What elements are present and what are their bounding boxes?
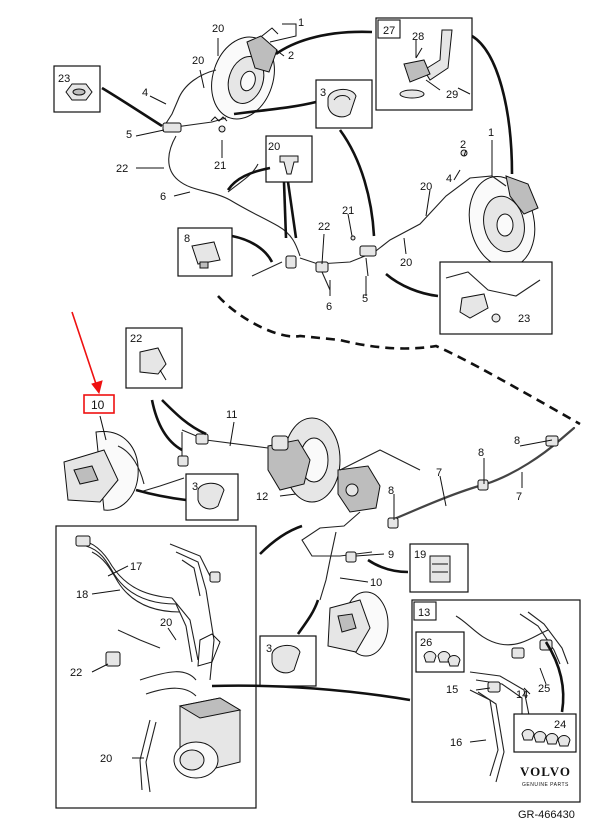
label-11: 11 xyxy=(226,409,237,421)
label-4-top: 4 xyxy=(142,87,148,99)
label-20-top: 20 xyxy=(212,23,224,35)
label-27: 27 xyxy=(383,25,395,37)
label-20-right-top: 20 xyxy=(420,181,432,193)
highlight-marker-part-10 xyxy=(71,311,115,414)
label-25: 25 xyxy=(538,683,550,695)
label-8-top: 8 xyxy=(184,233,190,245)
callout-box-22-sensor xyxy=(125,327,183,389)
label-6-top: 6 xyxy=(160,191,166,203)
label-20-abs: 20 xyxy=(160,617,172,629)
volvo-logo: VOLVO GENUINE PARTS xyxy=(520,764,571,788)
label-20-abs-bottom: 20 xyxy=(100,753,112,765)
label-18: 18 xyxy=(76,589,88,601)
label-16: 16 xyxy=(450,737,462,749)
label-4-right: 4 xyxy=(446,173,452,185)
top-arrows xyxy=(101,30,514,298)
leader-lines xyxy=(91,23,553,759)
label-3-clip-top: 3 xyxy=(320,87,326,99)
callout-box-3-clip-mid xyxy=(185,473,239,521)
label-1-top: 1 xyxy=(298,17,304,29)
label-3-clip-mid: 3 xyxy=(192,481,198,493)
label-22-top: 22 xyxy=(116,163,128,175)
label-20-right: 20 xyxy=(400,257,412,269)
rear-right-brake-disc xyxy=(468,175,539,268)
callout-box-23-bracket xyxy=(439,261,553,335)
label-1-right: 1 xyxy=(488,127,494,139)
label-14: 14 xyxy=(516,689,528,701)
callout-box-20-fastener xyxy=(265,135,313,183)
label-22-mid-top: 22 xyxy=(318,221,330,233)
abs-module-detail-box xyxy=(55,525,257,809)
brand-tagline: GENUINE PARTS xyxy=(522,782,569,788)
label-2-right: 2 xyxy=(460,139,466,151)
label-21-mid-top: 21 xyxy=(342,205,354,217)
dashed-divider xyxy=(217,295,581,426)
label-9: 9 xyxy=(388,549,394,561)
label-7-mid: 7 xyxy=(436,467,442,479)
label-8-far-right: 8 xyxy=(514,435,520,447)
callout-box-27-fitting xyxy=(375,17,473,111)
drawing-number: GR-466430 xyxy=(518,809,575,821)
label-10-lower: 10 xyxy=(370,577,382,589)
label-23-bracket: 23 xyxy=(518,313,530,325)
label-13: 13 xyxy=(418,607,430,619)
callout-box-23-nut xyxy=(53,65,101,113)
bottom-arrows xyxy=(211,524,565,713)
callout-box-3-clip-top xyxy=(315,79,373,129)
label-10-highlighted: 10 xyxy=(91,398,105,412)
part-number-labels: 1 2 20 20 4 5 22 6 21 23 3 27 28 29 20 8… xyxy=(58,17,566,765)
label-17: 17 xyxy=(130,561,142,573)
label-22-abs: 22 xyxy=(70,667,82,679)
callout-box-24-clips xyxy=(513,713,577,753)
callout-box-26-clips xyxy=(415,631,465,673)
label-6-mid: 6 xyxy=(326,301,332,313)
label-3-clip-lower: 3 xyxy=(266,643,272,655)
label-22-sensor: 22 xyxy=(130,333,142,345)
label-5-top: 5 xyxy=(126,129,132,141)
label-26: 26 xyxy=(420,637,432,649)
middle-arrows xyxy=(135,399,409,635)
label-29: 29 xyxy=(446,89,458,101)
front-right-caliper xyxy=(327,591,389,657)
front-left-caliper xyxy=(63,431,145,511)
label-12: 12 xyxy=(256,491,268,503)
front-brake-pipes xyxy=(139,426,576,601)
label-8-right: 8 xyxy=(478,447,484,459)
brake-booster-assembly xyxy=(267,417,381,513)
label-23-nut: 23 xyxy=(58,73,70,85)
brand-name: VOLVO xyxy=(520,764,571,779)
label-24: 24 xyxy=(554,719,566,731)
label-5-mid: 5 xyxy=(362,293,368,305)
label-20-fastener: 20 xyxy=(268,141,280,153)
label-7-right: 7 xyxy=(516,491,522,503)
rear-left-brake-disc xyxy=(211,27,279,120)
label-2-top: 2 xyxy=(288,50,294,62)
label-21-top: 21 xyxy=(214,160,226,172)
callout-box-3-clip-lower xyxy=(259,635,317,687)
label-15: 15 xyxy=(446,684,458,696)
label-8-mid: 8 xyxy=(388,485,394,497)
label-19: 19 xyxy=(414,549,426,561)
label-20-disc: 20 xyxy=(192,55,204,67)
callout-box-19-connector xyxy=(409,543,469,593)
label-28: 28 xyxy=(412,31,424,43)
callout-box-8-connector-top xyxy=(177,227,233,277)
